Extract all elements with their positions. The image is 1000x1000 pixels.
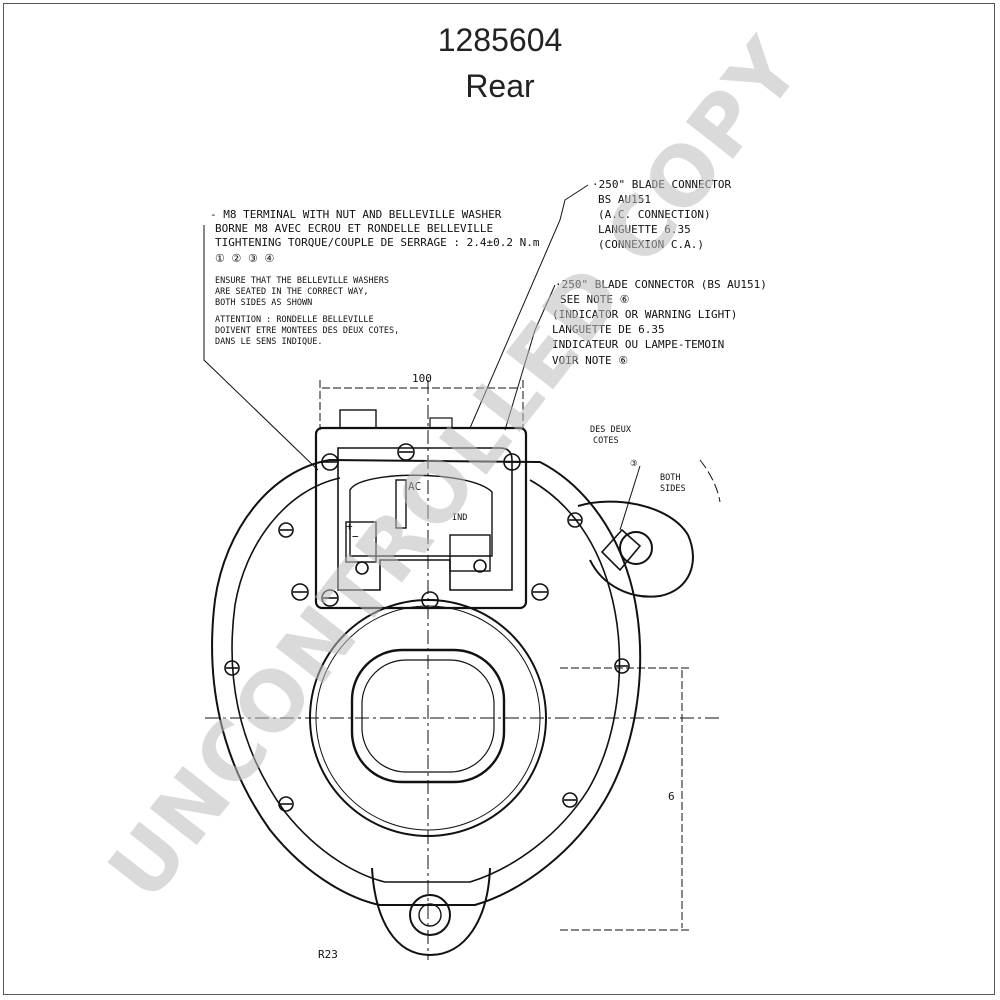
right-lug — [577, 500, 694, 598]
svg-text:LANGUETTE 6.35: LANGUETTE 6.35 — [598, 223, 691, 236]
svg-text:BOTH SIDES AS SHOWN: BOTH SIDES AS SHOWN — [215, 298, 312, 308]
svg-text:BOTH: BOTH — [660, 473, 680, 483]
view-label: Rear — [465, 68, 535, 104]
dimension-top-label: 100 — [412, 372, 432, 385]
svg-text:ENSURE THAT THE BELLEVILLE WAS: ENSURE THAT THE BELLEVILLE WASHERS — [215, 276, 389, 286]
terminal-minus-label: − — [352, 530, 359, 543]
output-terminal-cap — [339, 409, 377, 429]
svg-text:TIGHTENING TORQUE/COUPLE DE SE: TIGHTENING TORQUE/COUPLE DE SERRAGE : 2.… — [215, 236, 540, 249]
drawing-frame — [3, 3, 995, 995]
part-number-title: 1285604 — [437, 22, 563, 58]
svg-text:(CONNEXION C.A.): (CONNEXION C.A.) — [598, 238, 704, 251]
svg-text:·250" BLADE CONNECTOR: ·250" BLADE CONNECTOR — [592, 178, 731, 191]
lug-hole — [619, 531, 653, 565]
svg-text:(INDICATOR OR WARNING LIGHT): (INDICATOR OR WARNING LIGHT) — [552, 308, 737, 321]
note-belleville: ENSURE THAT THE BELLEVILLE WASHERS ARE S… — [215, 276, 399, 347]
svg-text:SEE NOTE ⑥: SEE NOTE ⑥ — [560, 293, 630, 306]
output-stud — [600, 528, 642, 572]
svg-text:ARE SEATED IN THE CORRECT WAY,: ARE SEATED IN THE CORRECT WAY, — [215, 287, 369, 297]
blade-connector — [395, 479, 407, 529]
mounting-hole — [409, 894, 451, 936]
svg-text:③: ③ — [630, 459, 638, 469]
svg-text:BS AU151: BS AU151 — [598, 193, 651, 206]
bearing-boss — [350, 648, 506, 784]
svg-text:DOIVENT ETRE MONTEES DES DEUX: DOIVENT ETRE MONTEES DES DEUX COTES, — [215, 326, 399, 336]
svg-text:(A.C. CONNECTION): (A.C. CONNECTION) — [598, 208, 711, 221]
reference-label: R23 — [318, 948, 338, 961]
svg-text:LANGUETTE DE 6.35: LANGUETTE DE 6.35 — [552, 323, 665, 336]
leader-lines — [203, 184, 721, 531]
housing-outline — [211, 458, 642, 906]
note-blade-indicator: ·250" BLADE CONNECTOR (BS AU151) SEE NOT… — [552, 278, 767, 367]
svg-text:① ② ③ ④: ① ② ③ ④ — [215, 252, 274, 265]
svg-text:·250" BLADE CONNECTOR (BS AU15: ·250" BLADE CONNECTOR (BS AU151) — [555, 278, 767, 291]
svg-text:VOIR NOTE ⑥: VOIR NOTE ⑥ — [552, 354, 628, 367]
screws — [224, 443, 630, 812]
terminal-plus-label: + — [346, 520, 353, 533]
svg-text:- M8 TERMINAL WITH NUT AND BEL: - M8 TERMINAL WITH NUT AND BELLEVILLE WA… — [210, 208, 502, 221]
terminal-ac-label: AC — [408, 480, 421, 493]
note-both-sides: DES DEUX COTES ③ BOTH SIDES — [590, 425, 686, 494]
svg-text:DANS LE SENS INDIQUE.: DANS LE SENS INDIQUE. — [215, 337, 322, 347]
svg-text:BORNE M8 AVEC ECROU ET RONDELL: BORNE M8 AVEC ECROU ET RONDELLE BELLEVIL… — [215, 222, 493, 235]
svg-text:ATTENTION : RONDELLE BELLEVILL: ATTENTION : RONDELLE BELLEVILLE — [215, 315, 374, 325]
svg-text:COTES: COTES — [593, 436, 619, 446]
dimension-side-label: 6 — [668, 790, 675, 803]
svg-text:DES DEUX: DES DEUX — [590, 425, 632, 435]
terminal-block-right — [449, 534, 491, 572]
svg-text:SIDES: SIDES — [660, 484, 686, 494]
mounting-ear — [371, 867, 491, 957]
regulator-gasket — [337, 447, 513, 591]
note-blade-ac: ·250" BLADE CONNECTOR BS AU151 (A.C. CON… — [592, 178, 731, 251]
note-output-terminal: - M8 TERMINAL WITH NUT AND BELLEVILLE WA… — [210, 208, 540, 265]
terminal-ind-label: IND — [452, 513, 467, 523]
housing-inner-ring — [231, 477, 621, 883]
svg-text:INDICATEUR OU LAMPE-TEMOIN: INDICATEUR OU LAMPE-TEMOIN — [552, 338, 724, 351]
regulator-box — [314, 426, 528, 610]
